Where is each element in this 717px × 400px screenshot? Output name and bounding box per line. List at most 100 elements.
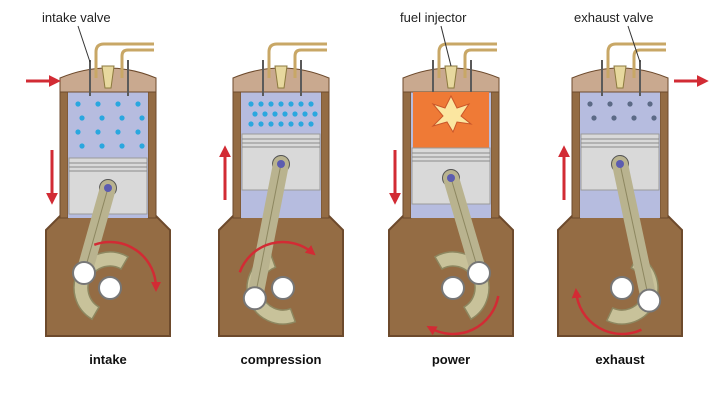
cylinder-wall-left [402,77,412,219]
charge-particle [139,143,145,149]
charge-particle [248,101,254,107]
crankshaft [271,276,295,300]
charge-particle [631,115,637,121]
pipe-left [437,42,497,78]
charge-particle [627,101,633,107]
charge-particle [115,101,121,107]
charge-particle [282,111,288,117]
crankcase [388,215,514,337]
ignition-spark [431,94,473,134]
charge-particle [591,115,597,121]
charge-particle [308,121,314,127]
charge-particle [262,111,268,117]
cylinder-wall-right [147,77,157,219]
pipe-left [94,42,154,78]
charge-particle [288,101,294,107]
crankshaft [98,276,122,300]
connecting-rod-edge [83,187,109,274]
charge-particle [302,111,308,117]
wrist-pin-center [447,174,455,182]
rotation-arrow [238,240,316,273]
pipe-right [293,48,327,78]
injector-nozzle [274,65,288,89]
crankcase [45,215,171,337]
crank-pin [72,261,97,285]
stroke-label-compression: compression [240,352,322,367]
charge-particle [312,111,318,117]
stroke-label-exhaust: exhaust [595,352,645,367]
charge-particle [252,111,258,117]
charge-particle [135,129,141,135]
pipe-right [632,48,666,78]
charge-particle [611,115,617,121]
injector-nozzle [613,65,627,89]
stroke-label-intake: intake [89,352,127,367]
rotation-arrow [426,295,500,336]
charge-particle [607,101,613,107]
pipe-left [606,42,666,78]
exhaust-valve-leader [627,25,641,63]
charge-particle [75,129,81,135]
charge-particle [308,101,314,107]
wrist-pin-center [277,160,285,168]
injector-nozzle [101,65,115,89]
injector-nozzle [444,65,458,89]
pipe-right [463,48,497,78]
cylinder-wall-right [659,77,669,219]
charge-particle [278,121,284,127]
charge-particle [135,101,141,107]
charge-particle [115,129,121,135]
cylinder-wall-right [490,77,500,219]
pipe-right [120,48,154,78]
engine-compression [218,42,344,337]
charge-particle [288,121,294,127]
cylinder-wall-left [232,77,242,219]
cylinder-wall-right [320,77,330,219]
engine-intake [26,42,171,337]
charge-particle [75,101,81,107]
charge-particle [268,121,274,127]
charge-particle [119,115,125,121]
charge-particle [278,101,284,107]
charge-particle [95,129,101,135]
connecting-rod-edge [254,163,282,299]
charge-particle [139,115,145,121]
intake-valve-label: intake valve [42,10,111,25]
charge-particle [99,115,105,121]
connecting-rod-edge [450,177,480,274]
charge-particle [298,121,304,127]
stroke-label-power: power [431,352,471,367]
charge-particle [272,111,278,117]
charge-particle [298,101,304,107]
connecting-rod-edge [619,163,650,301]
charge-particle [79,143,85,149]
charge-particle [248,121,254,127]
crank-pin [637,288,662,313]
rotation-arrow [571,288,642,336]
engine-power [388,42,514,337]
charge-particle [258,121,264,127]
fuel-injector-leader [440,25,452,67]
pipe-left [267,42,327,78]
charge-particle [292,111,298,117]
charge-particle [647,101,653,107]
cylinder-wall-left [59,77,69,219]
charge-particle [651,115,657,121]
crank-pin [242,286,267,311]
charge-particle [119,143,125,149]
charge-particle [95,101,101,107]
charge-particle [99,143,105,149]
charge-particle [79,115,85,121]
charge-particle [587,101,593,107]
engine-exhaust [557,42,709,337]
crankshaft [441,276,465,300]
crank-pin [466,261,491,285]
wrist-pin-center [104,184,112,192]
exhaust-valve-label: exhaust valve [574,10,654,25]
rotation-arrow [93,240,161,292]
wrist-pin-center [616,160,624,168]
cylinder-wall-left [571,77,581,219]
intake-valve-leader [77,25,91,63]
